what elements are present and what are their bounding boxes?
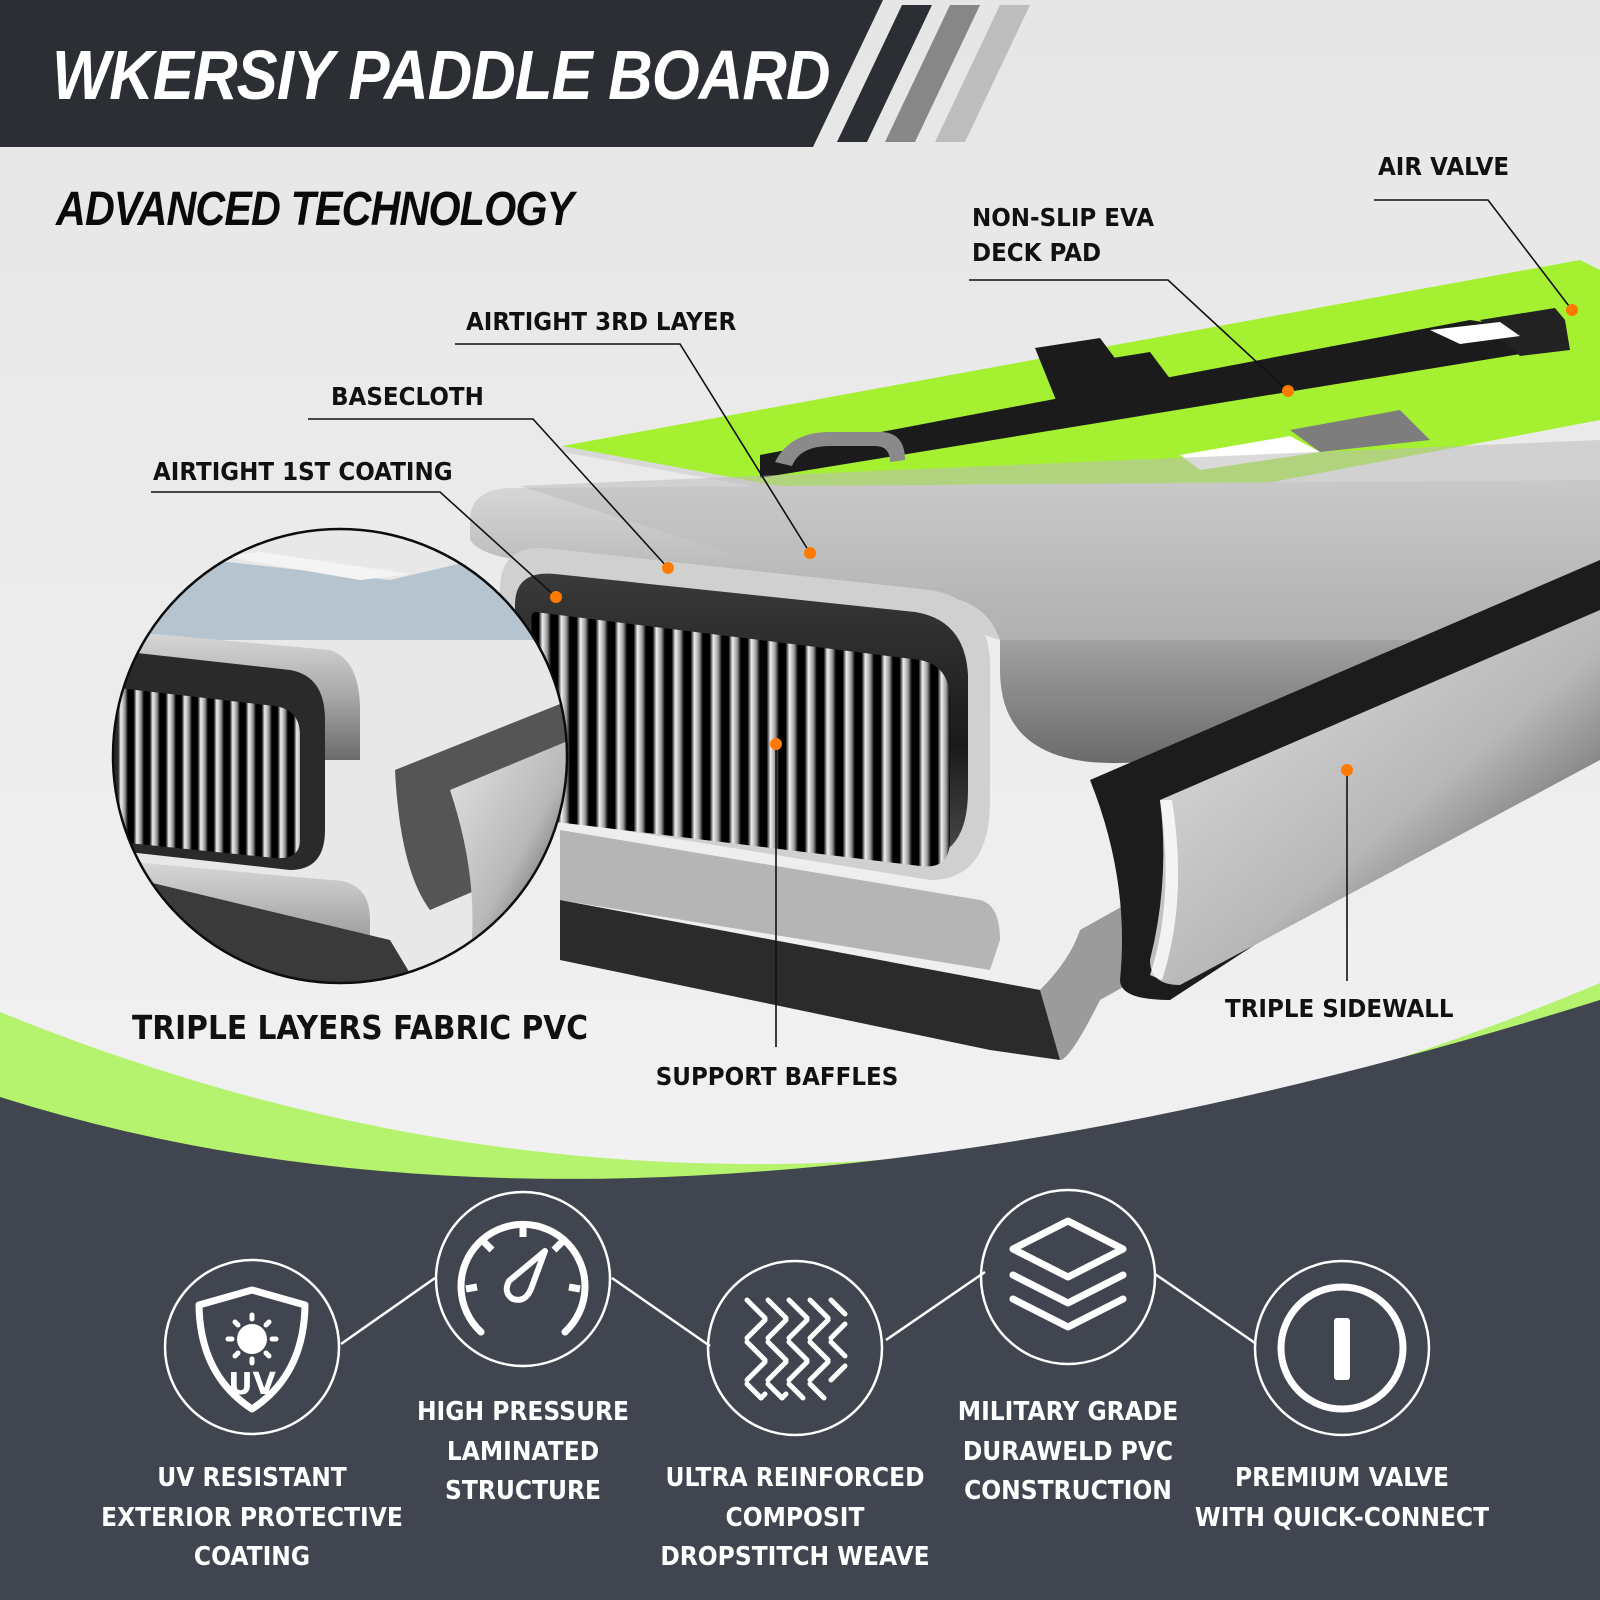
- callout-support-baffles: SUPPORT BAFFLES: [655, 1062, 899, 1091]
- callout-deck-pad-line1: NON-SLIP EVA: [972, 203, 1155, 232]
- valve-icon: [1253, 1259, 1431, 1437]
- pressure-gauge-icon: [434, 1190, 612, 1368]
- feature-dropstitch-weave: [705, 1258, 885, 1438]
- feature-uv-resistant-label: UV RESISTANT EXTERIOR PROTECTIVE COATING: [101, 1463, 403, 1572]
- uv-shield-icon: UV: [163, 1258, 341, 1436]
- feature-uv-resistant: UV: [162, 1257, 342, 1437]
- callout-basecloth: BASECLOTH: [331, 382, 484, 411]
- layers-icon: [979, 1188, 1157, 1366]
- svg-text:UV: UV: [228, 1367, 276, 1402]
- callout-deck-pad-line2: DECK PAD: [972, 238, 1102, 267]
- magnifier-ring: [111, 527, 569, 985]
- callout-airtight-1st-coating: AIRTIGHT 1ST COATING: [153, 457, 453, 486]
- feature-duraweld-pvc-label: MILITARY GRADE DURAWELD PVC CONSTRUCTION: [957, 1397, 1179, 1506]
- feature-high-pressure: [433, 1189, 613, 1369]
- magnifier-caption: TRIPLE LAYERS FABRIC PVC: [132, 1008, 589, 1047]
- feature-high-pressure-label: HIGH PRESSURE LAMINATED STRUCTURE: [416, 1397, 630, 1506]
- section-subtitle: ADVANCED TECHNOLOGY: [56, 183, 574, 236]
- feature-dropstitch-weave-label: ULTRA REINFORCED COMPOSIT DROPSTITCH WEA…: [660, 1463, 930, 1572]
- feature-duraweld-pvc: [978, 1187, 1158, 1367]
- feature-premium-valve: [1252, 1258, 1432, 1438]
- weave-icon: [706, 1259, 884, 1437]
- callout-air-valve: AIR VALVE: [1378, 152, 1510, 181]
- feature-premium-valve-label: PREMIUM VALVE WITH QUICK-CONNECT: [1194, 1463, 1490, 1533]
- callout-airtight-3rd-layer: AIRTIGHT 3RD LAYER: [466, 307, 737, 336]
- page-title: WKERSIY PADDLE BOARD: [52, 36, 830, 114]
- callout-triple-sidewall: TRIPLE SIDEWALL: [1225, 994, 1454, 1023]
